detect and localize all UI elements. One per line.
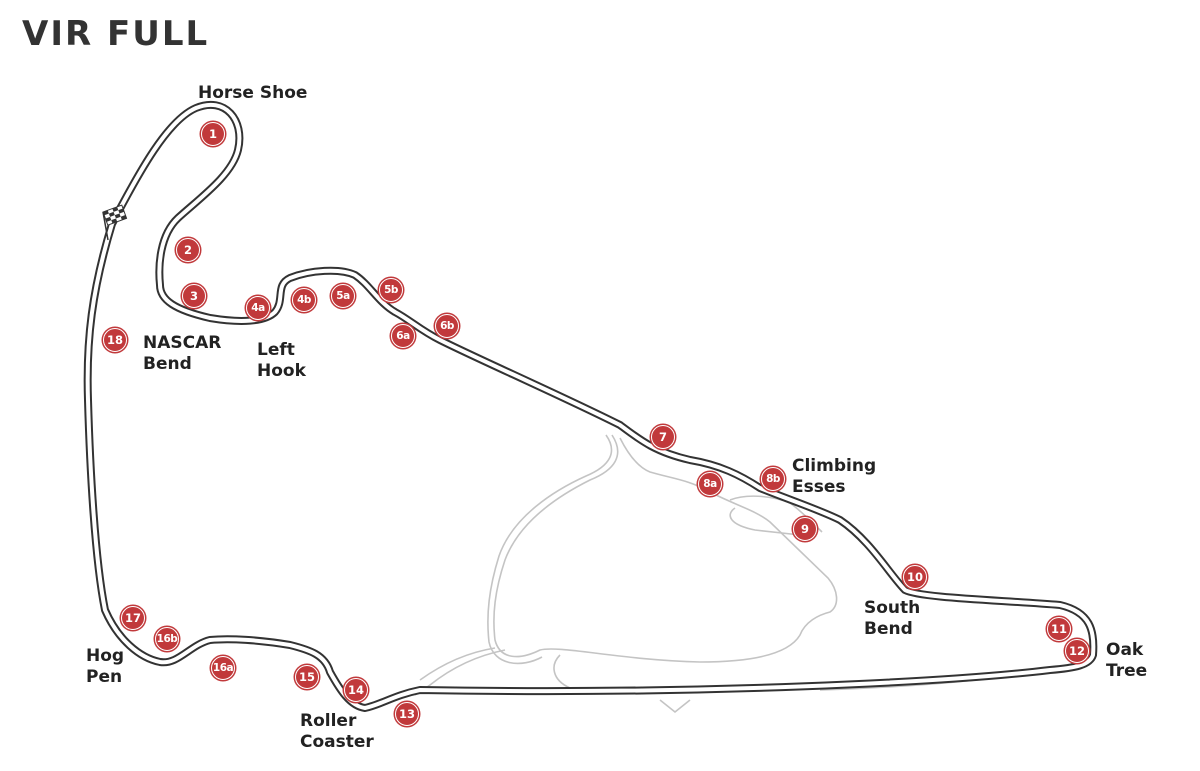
turn-marker-18: 18 <box>103 328 127 352</box>
turn-marker-8b: 8b <box>761 467 785 491</box>
turn-marker-15: 15 <box>295 665 319 689</box>
turn-marker-14: 14 <box>344 678 368 702</box>
checkered-flag-icon <box>102 204 128 241</box>
track-outline <box>83 100 1098 712</box>
corner-label-horse-shoe: Horse Shoe <box>198 83 308 103</box>
turn-marker-5a: 5a <box>331 284 355 308</box>
turn-marker-17: 17 <box>121 606 145 630</box>
turn-marker-3: 3 <box>182 284 206 308</box>
turn-marker-1: 1 <box>201 122 225 146</box>
track-surface <box>85 102 1096 710</box>
turn-marker-10: 10 <box>903 565 927 589</box>
turn-marker-16a: 16a <box>211 656 235 680</box>
turn-marker-6b: 6b <box>435 314 459 338</box>
turn-marker-12: 12 <box>1065 639 1089 663</box>
turn-marker-16b: 16b <box>155 627 179 651</box>
turn-marker-6a: 6a <box>391 324 415 348</box>
turn-marker-2: 2 <box>176 238 200 262</box>
turn-marker-11: 11 <box>1047 617 1071 641</box>
turn-marker-7: 7 <box>651 425 675 449</box>
turn-marker-13: 13 <box>395 702 419 726</box>
turn-marker-4a: 4a <box>246 296 270 320</box>
turn-marker-9: 9 <box>793 517 817 541</box>
turn-marker-4b: 4b <box>292 288 316 312</box>
turn-marker-5b: 5b <box>379 278 403 302</box>
page-title: VIR FULL <box>22 14 210 54</box>
turn-marker-8a: 8a <box>698 472 722 496</box>
